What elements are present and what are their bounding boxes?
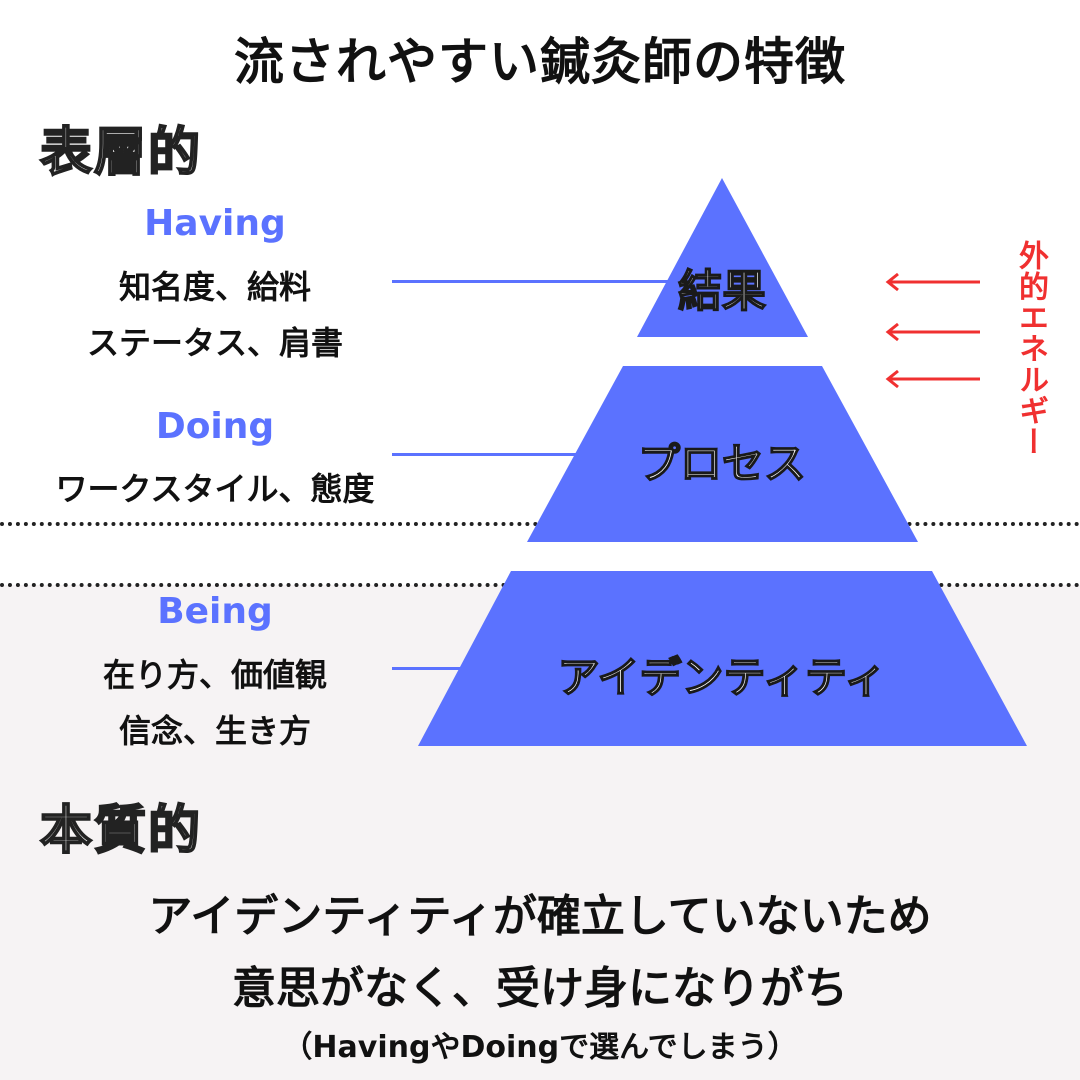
surface-label: 表層的 <box>39 122 203 184</box>
conclusion-line-2: 意思がなく、受け身になりがち <box>232 963 848 1014</box>
conclusion-line-1: アイデンティティが確立していないため <box>148 891 932 942</box>
doing-heading: Doing <box>155 406 275 447</box>
being-heading: Being <box>157 591 273 632</box>
doing-connector <box>392 453 582 456</box>
doing-line-1: ワークスタイル、態度 <box>55 470 375 508</box>
pyramid-label-middle: プロセス <box>637 438 807 489</box>
page-title: 流されやすい鍼灸師の特徴 <box>234 33 846 91</box>
arrow-left-icon <box>885 322 980 342</box>
essential-label: 本質的 <box>39 800 203 862</box>
being-line-2: 信念、生き方 <box>118 712 311 750</box>
conclusion-note: （HavingやDoingで選んでしまう） <box>282 1030 798 1065</box>
arrow-left-icon <box>885 369 980 389</box>
having-line-1: 知名度、給料 <box>118 268 311 306</box>
having-line-2: ステータス、肩書 <box>86 324 343 362</box>
having-connector <box>392 280 682 283</box>
pyramid-tier-top <box>637 178 808 337</box>
arrow-left-icon <box>885 272 980 292</box>
having-heading: Having <box>144 203 286 244</box>
pyramid-tier-bottom <box>418 571 1027 746</box>
external-energy-label: 外的エネルギー <box>1013 240 1048 457</box>
pyramid-tier-middle <box>527 366 918 542</box>
pyramid-label-top: 結果 <box>677 265 767 318</box>
being-line-1: 在り方、価値観 <box>102 656 327 694</box>
pyramid-label-bottom: アイデンティティ <box>557 652 887 703</box>
being-connector <box>392 667 467 670</box>
